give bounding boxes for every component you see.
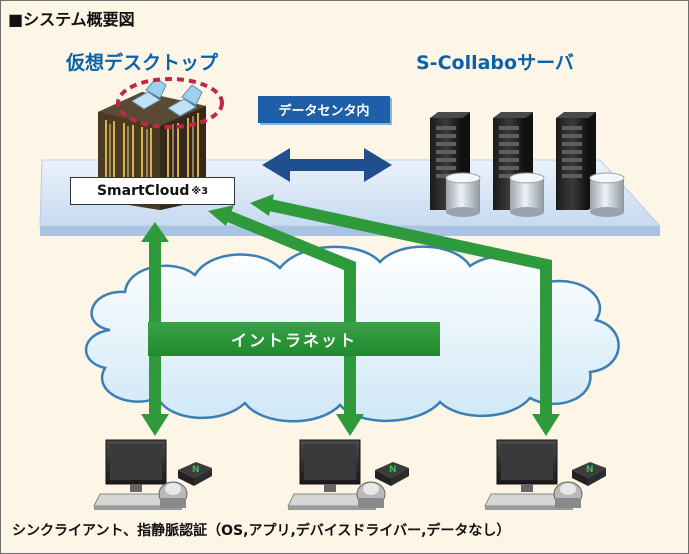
client-caption: シンクライアント、指静脈認証（OS,アプリ,デバイスドライバー,データなし） — [12, 523, 511, 539]
double-arrow-icon — [262, 148, 392, 182]
server-heading: S-Collaboサーバ — [416, 52, 574, 74]
virtual-desktop-heading: 仮想デスクトップ — [66, 52, 219, 74]
smartcloud-text: SmartCloud — [96, 183, 190, 199]
database-cylinder-icon — [445, 172, 625, 217]
intranet-label: イントラネット — [148, 322, 440, 356]
diagram-title: ■システム概要図 — [8, 10, 135, 29]
device-n-icon: N N N — [178, 462, 606, 486]
datacenter-label: データセンタ内 — [258, 96, 390, 123]
laptop-icon — [131, 77, 203, 117]
svg-text:N: N — [389, 465, 397, 475]
vein-scanner-icon — [158, 481, 583, 508]
arrow-group — [141, 194, 560, 436]
svg-text:N: N — [586, 465, 594, 475]
smartcloud-note: ※3 — [191, 185, 209, 197]
svg-text:N: N — [192, 465, 200, 475]
smartcloud-label: SmartCloud※3 — [70, 177, 235, 205]
